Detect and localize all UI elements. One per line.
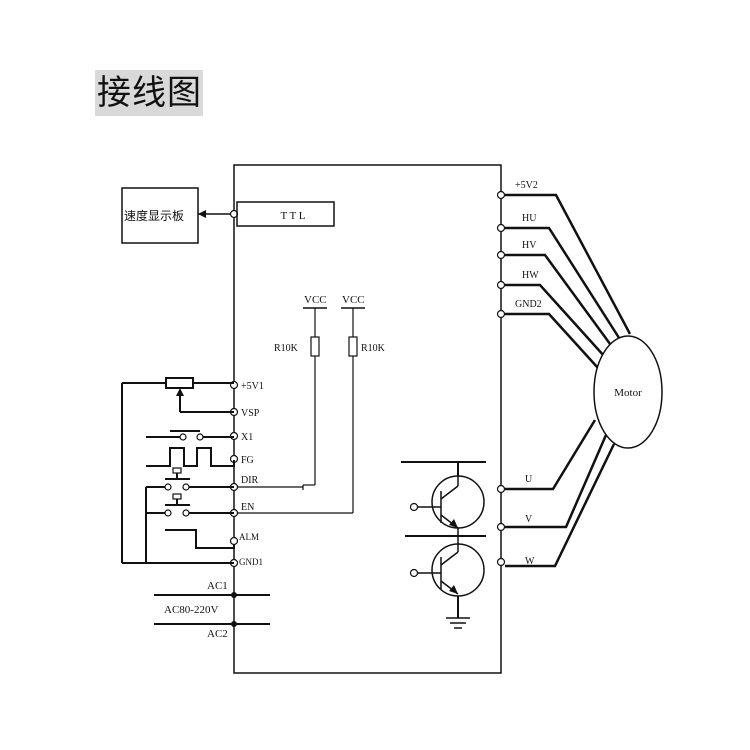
vcc-right-label: VCC xyxy=(342,294,365,306)
potentiometer xyxy=(165,377,194,389)
speed-display-label: 速度显示板 xyxy=(124,208,184,223)
pin-dir: DIR xyxy=(241,475,259,486)
pin-u: U xyxy=(525,474,533,485)
pin-5v1: +5V1 xyxy=(241,381,264,392)
pin-5v2: +5V2 xyxy=(515,180,538,191)
ttl-label: T T L xyxy=(280,210,305,222)
resistor-left-label: R10K xyxy=(274,343,299,354)
pin-w: W xyxy=(525,556,535,567)
pin-en: EN xyxy=(241,502,254,513)
vcc-left-label: VCC xyxy=(304,294,327,306)
ac1-label: AC1 xyxy=(207,580,228,592)
ac2-label: AC2 xyxy=(207,628,228,640)
arrow-icon xyxy=(198,210,206,218)
motor-label: Motor xyxy=(614,387,642,399)
ttl-box xyxy=(236,201,335,227)
resistor-right-label: R10K xyxy=(361,343,386,354)
ground-icon xyxy=(446,617,470,629)
resistor-left xyxy=(310,336,320,357)
pin-gnd2: GND2 xyxy=(515,299,542,310)
pin-vsp: VSP xyxy=(241,408,260,419)
pin-alm: ALM xyxy=(239,532,259,542)
ac-range-label: AC80-220V xyxy=(164,604,218,616)
pin-hu: HU xyxy=(522,213,537,224)
pin-hv: HV xyxy=(522,240,537,251)
pin-v: V xyxy=(525,514,533,525)
title-background xyxy=(95,70,203,116)
pin-x1: X1 xyxy=(241,432,253,443)
controller-box xyxy=(233,164,502,674)
motor xyxy=(593,335,663,449)
resistor-right xyxy=(348,336,358,357)
speed-display-board xyxy=(121,187,199,244)
page-title: 接线图 xyxy=(97,73,202,113)
pin-hw: HW xyxy=(522,270,539,281)
pin-gnd1: GND1 xyxy=(239,557,263,567)
pin-fg: FG xyxy=(241,455,254,466)
